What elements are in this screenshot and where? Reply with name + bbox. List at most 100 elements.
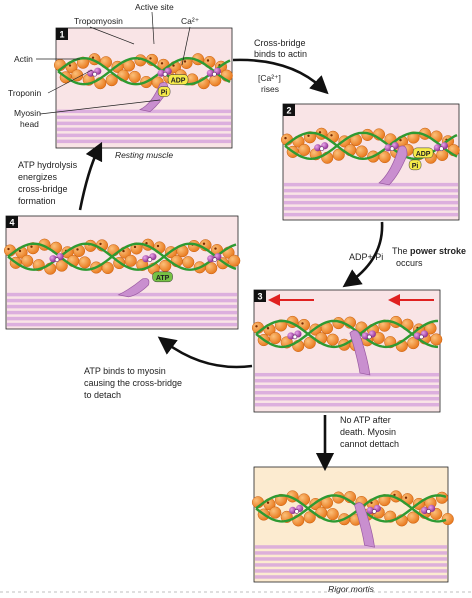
panel-number: 2 [286,106,291,116]
panel-1: ADPPi1Resting muscle [54,28,232,160]
panel-number: 1 [59,30,64,40]
adp-label: ADP [416,151,431,158]
step-text: No ATP after [340,415,391,425]
pi-label: Pi [412,163,419,170]
panel-3: 3 [252,290,442,412]
panel-5: Rigor mortis [252,467,453,594]
step-text: Cross-bridge [254,38,306,48]
panel-caption: Rigor mortis [328,584,375,594]
step-text: ATP binds to myosin [84,366,166,376]
step-text: cross-bridge [18,184,68,194]
active-site-dot [214,247,216,249]
thick-filament-stripe [57,134,231,138]
calcium-ion [419,335,423,339]
step-text: [Ca²⁺] [258,73,281,83]
active-site-dot [203,243,205,245]
calcium-ion [55,258,59,262]
troponin-label: Troponin [8,88,42,98]
actin-monomer [125,255,137,267]
thick-filament-stripe [255,385,439,389]
calcium-ion [295,509,299,513]
actin-monomer [327,334,339,346]
calcium-ion [390,147,394,151]
arrow-4-to-1 [80,150,98,210]
actin-monomer [430,334,442,346]
thick-filament-stripe [284,195,458,199]
active-site-dot [267,502,269,504]
thick-filament-stripe [7,323,237,327]
thick-filament-stripe [284,207,458,211]
step-text: binds to actin [254,49,307,59]
thick-filament-stripe [255,545,447,549]
power-stroke-emphasis: power stroke [410,246,466,256]
calcium-ion [439,147,443,151]
active-site-dot [99,243,101,245]
thick-filament-stripe [57,140,231,144]
thick-filament-stripe [255,391,439,395]
panel-caption: Resting muscle [115,150,173,160]
myosin-head-label-line1: Myosin [14,108,41,118]
step-text: formation [18,196,56,206]
calcium-ion [367,335,371,339]
myosin-head-label-line2: head [20,119,39,129]
active-site-dot [7,248,9,250]
actin-monomer [269,332,281,344]
actin-monomer [79,257,91,269]
thick-filament-stripe [57,128,231,132]
active-site-dot [30,245,32,247]
actin-monomer [298,144,310,156]
thick-filament-stripe [57,122,231,126]
active-site-dot [255,325,257,327]
calcium-ion [93,72,97,76]
calcium-ion [320,147,324,151]
active-site-dot [330,134,332,136]
thick-filament-stripe [284,213,458,217]
step-text: The [392,246,410,256]
thick-filament-stripe [255,557,447,561]
calcium-ion [372,509,376,513]
tropomyosin-label: Tropomyosin [74,16,123,26]
thick-filament-stripe [7,299,237,303]
panel-number-badge: 4 [6,216,18,228]
actin-monomer [436,492,448,504]
atp-label: ATP [156,275,170,282]
thick-filament-stripe [255,379,439,383]
calcium-ion [427,509,431,513]
calcium-ion [213,258,217,262]
actin-monomer [442,513,454,525]
active-site-dot [149,57,151,59]
active-site-dot [301,322,303,324]
calcium-ion [293,335,297,339]
active-site-dot [184,60,186,62]
thick-filament-stripe [255,563,447,567]
thick-filament-stripe [255,551,447,555]
actin-monomer [182,256,194,268]
active-site-dot [307,135,309,137]
panel-number-badge: 1 [56,28,68,40]
actin-monomer [269,507,281,519]
active-site-dot [207,59,209,61]
step-text: cannot dettach [340,439,399,449]
thick-filament-stripe [255,569,447,573]
panel-number: 3 [257,292,262,302]
thick-filament-stripe [284,183,458,187]
active-site-dot [69,64,71,66]
thick-filament-stripe [255,373,439,377]
actin-monomer [228,255,240,267]
panel-number: 4 [9,218,14,228]
thick-filament-stripe [7,317,237,321]
actin-monomer [356,146,368,158]
thick-filament-stripe [7,305,237,309]
panel-4: ATP 4 [4,216,240,329]
step-text: to detach [84,390,121,400]
step-text: occurs [396,258,423,268]
thick-filament-stripe [255,403,439,407]
step-text: The power stroke [392,246,466,256]
step-text: death. Myosin [340,427,396,437]
active-site-dot [19,250,21,252]
active-site-dot [161,62,163,64]
active-site-dot [267,327,269,329]
actin-monomer [21,255,33,267]
thick-filament-stripe [284,189,458,193]
